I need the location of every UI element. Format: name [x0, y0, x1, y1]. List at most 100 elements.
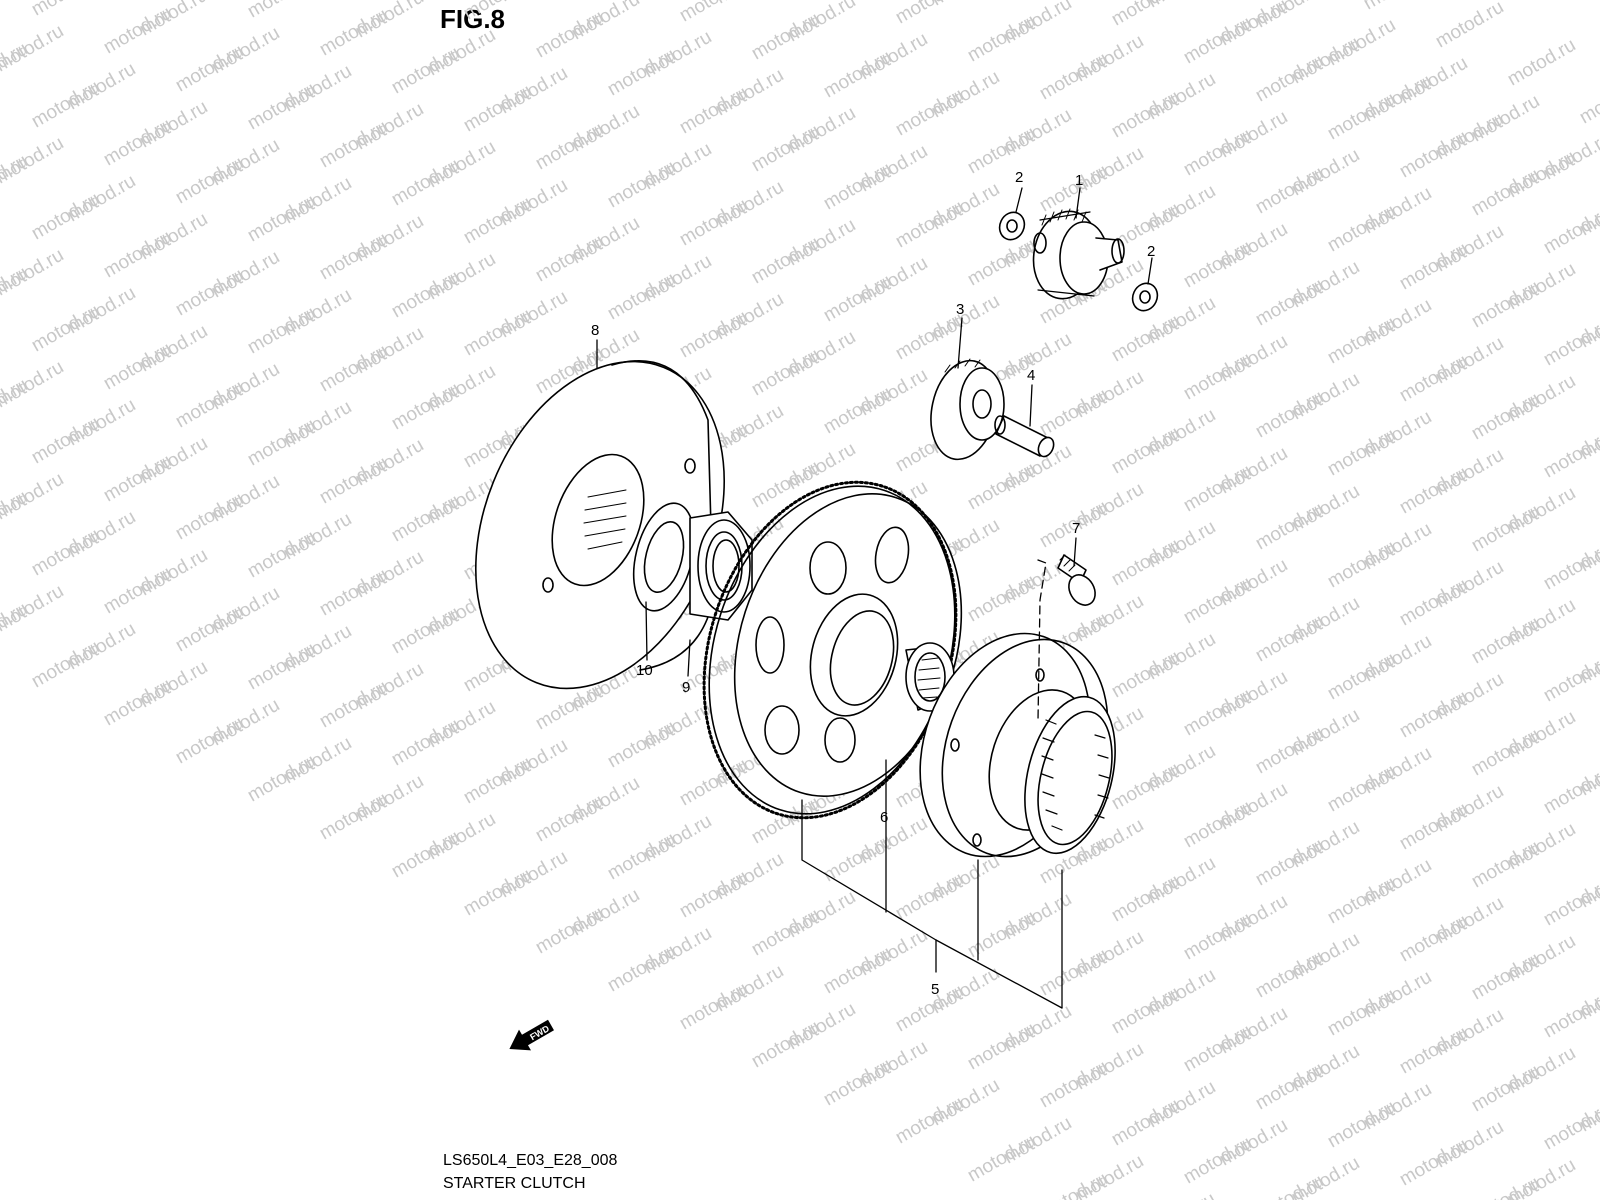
watermark-text: motod.ru — [244, 415, 319, 471]
watermark-text: motod.ru — [28, 525, 103, 581]
watermark-text: motod.ru — [1180, 1021, 1255, 1077]
watermark-text: motod.ru — [748, 233, 823, 289]
watermark-text: motod.ru — [1180, 237, 1255, 293]
watermark-text: motod.ru — [244, 0, 319, 22]
watermark-text: motod.ru — [1432, 0, 1507, 52]
callout-1: 1 — [1075, 172, 1083, 189]
watermark-text: motod.ru — [1108, 983, 1183, 1039]
watermark-text: motod.ru — [244, 191, 319, 247]
watermark-text: motod.ru — [1108, 423, 1183, 479]
watermark-text: motod.ru — [1180, 461, 1255, 517]
watermark-text: motod.ru — [1540, 427, 1600, 483]
watermark-text: motod.ru — [1468, 1173, 1543, 1200]
watermark-text: motod.ru — [316, 117, 391, 173]
watermark-text: motod.ru — [892, 197, 967, 253]
watermark-text: motod.ru — [28, 0, 103, 20]
watermark-text: motod.ru — [820, 271, 895, 327]
watermark-text: motod.ru — [1252, 947, 1327, 1003]
watermark-text: motod.ru — [28, 189, 103, 245]
watermark-text: motod.ru — [460, 865, 535, 921]
watermark-text: motod.ru — [244, 303, 319, 359]
figure-title: FIG.8 — [440, 4, 506, 34]
watermark-text: motod.ru — [748, 905, 823, 961]
watermark-text: motod.ru — [1252, 1059, 1327, 1115]
watermark-text: motod.ru — [316, 5, 391, 61]
watermark-text: motod.ru — [1180, 685, 1255, 741]
part-10-washer — [632, 502, 696, 612]
part-2-washer-left — [998, 211, 1026, 241]
part-1-idle-gear — [1032, 208, 1125, 300]
watermark-text: motod.ru — [604, 45, 679, 101]
watermark-text: motod.ru — [1324, 201, 1399, 257]
watermark-text: motod.ru — [1108, 87, 1183, 143]
watermark-text: motod.ru — [1252, 499, 1327, 555]
watermark-text: motod.ru — [1252, 163, 1327, 219]
watermark-text: motod.ru — [172, 601, 247, 657]
watermark-text: motod.ru — [1468, 613, 1543, 669]
watermark-text: motod.ru — [1396, 463, 1471, 519]
watermark-text: motod.ru — [172, 377, 247, 433]
watermark-text: motod.ru — [1396, 575, 1471, 631]
watermark-text: motod.ru — [172, 153, 247, 209]
watermark-text: motod.ru — [388, 827, 463, 883]
watermark-text: motod.ru — [1108, 311, 1183, 367]
callout-2-right: 2 — [1147, 243, 1155, 260]
watermark-text: motod.ru — [460, 305, 535, 361]
watermark-text: motod.ru — [1396, 1135, 1471, 1191]
watermark-text: motod.ru — [1252, 611, 1327, 667]
watermark-text: motod.ru — [1108, 871, 1183, 927]
watermark-text: motod.ru — [100, 3, 175, 59]
callout-5: 5 — [931, 981, 939, 998]
watermark-text: motod.ru — [100, 339, 175, 395]
watermark-text: motod.ru — [676, 83, 751, 139]
watermark-text: motod.ru — [748, 345, 823, 401]
watermark-text: motod.ru — [244, 751, 319, 807]
watermark-text: motod.ru — [820, 159, 895, 215]
watermark-text: motod.ru — [244, 639, 319, 695]
watermark-text: motod.ru — [1108, 1095, 1183, 1151]
part-2-washer-right-hole — [1139, 290, 1151, 304]
watermark-text: motod.ru — [676, 0, 751, 26]
watermark-text: motod.ru — [1540, 539, 1600, 595]
watermark-text: motod.ru — [388, 267, 463, 323]
callout-6: 6 — [880, 809, 888, 826]
watermark-text: motod.ru — [100, 563, 175, 619]
watermark-text: motod.ru — [100, 115, 175, 171]
watermark-text: motod.ru — [964, 459, 1039, 515]
watermark-text: motod.ru — [964, 571, 1039, 627]
part-3-idle-gear-2 — [930, 358, 1005, 461]
callout-8: 8 — [591, 322, 599, 339]
watermark-text: motod.ru — [244, 527, 319, 583]
watermark-text: motod.ru — [460, 753, 535, 809]
watermark-text: motod.ru — [1360, 0, 1435, 14]
watermark-text: motod.ru — [1396, 687, 1471, 743]
watermark-text: motod.ru — [1324, 313, 1399, 369]
watermark-text: motod.ru — [460, 193, 535, 249]
watermark-text: motod.ru — [604, 829, 679, 885]
callout-10: 10 — [636, 662, 653, 679]
watermark-text: motod.ru — [532, 791, 607, 847]
part-7-bolt — [1037, 554, 1096, 721]
watermark-text: motod.ru — [1108, 759, 1183, 815]
watermark-text: motod.ru — [1108, 535, 1183, 591]
watermark-text: motod.ru — [532, 119, 607, 175]
watermark-text: motod.ru — [604, 717, 679, 773]
watermark-text: motod.ru — [100, 451, 175, 507]
watermark-text: motod.ru — [100, 675, 175, 731]
watermark-text: motod.ru — [1252, 835, 1327, 891]
watermark-text: motod.ru — [1180, 909, 1255, 965]
watermark-text: motod.ru — [1468, 725, 1543, 781]
watermark-text: motod.ru — [1396, 911, 1471, 967]
watermark-text: motod.ru — [1252, 723, 1327, 779]
watermark-text: motod.ru — [1324, 425, 1399, 481]
watermark-text: motod.ru — [1396, 351, 1471, 407]
watermark-text: motod.ru — [532, 231, 607, 287]
watermark-text: motod.ru — [460, 0, 535, 24]
watermark-text: motod.ru — [316, 341, 391, 397]
callout-3: 3 — [956, 301, 964, 318]
watermark-text: motod.ru — [28, 301, 103, 357]
watermark-text: motod.ru — [1396, 239, 1471, 295]
watermark-text: motod.ru — [172, 265, 247, 321]
watermark-text: motod.ru — [172, 713, 247, 769]
watermark-text: motod.ru — [676, 979, 751, 1035]
